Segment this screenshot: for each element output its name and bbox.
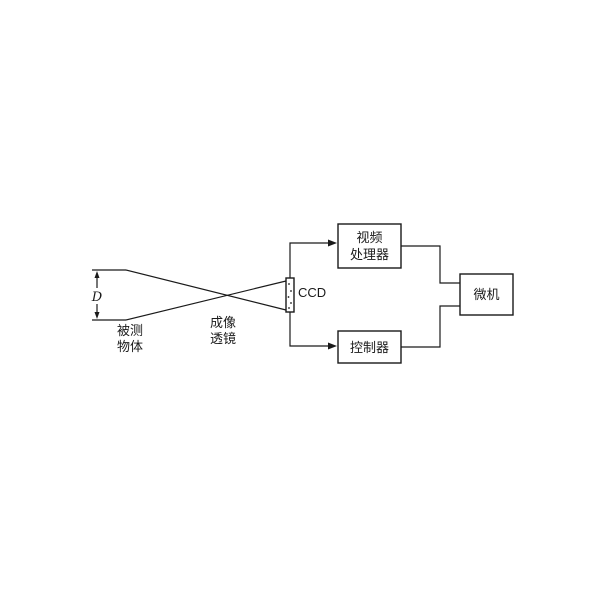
object-label-line2: 物体 — [117, 340, 143, 355]
controller-label: 控制器 — [350, 341, 389, 356]
video-processor-label-line1: 视频 — [356, 231, 382, 246]
object-dimension: D — [91, 269, 126, 321]
microcomputer-box — [459, 273, 514, 316]
ccd-pixel-dot — [288, 307, 290, 309]
ccd-pixel-dot — [290, 290, 292, 292]
controller-box — [337, 330, 402, 364]
connector-controller-to-microcomputer — [401, 305, 460, 348]
connector-ccd-to-controller — [289, 312, 337, 350]
connector-path-vp-mc — [401, 245, 460, 284]
ccd-pixel-dot — [288, 283, 290, 285]
ccd-label: CCD — [298, 285, 326, 300]
ccd-pixel-dot — [290, 302, 292, 304]
controller-block: 控制器 — [337, 330, 402, 364]
connector-video-processor-to-microcomputer — [401, 245, 460, 284]
ccd-element — [285, 277, 295, 313]
microcomputer-label: 微机 — [473, 288, 499, 303]
imaging-rays — [125, 269, 287, 321]
object-label-line1: 被测 — [117, 324, 143, 339]
connector-ccd-to-video-processor — [289, 239, 337, 278]
microcomputer-block: 微机 — [459, 273, 514, 316]
dimension-arrow-up — [94, 271, 100, 278]
ccd-pixel-dot — [287, 296, 290, 298]
video-processor-block: 视频 处理器 — [337, 223, 402, 269]
video-processor-label-line2: 处理器 — [350, 248, 389, 263]
arrow-to-video-processor — [328, 239, 337, 247]
dimension-label: D — [91, 290, 103, 305]
connector-path-up — [289, 242, 328, 278]
connector-path-ctrl-mc — [401, 305, 460, 348]
connector-path-down — [289, 312, 328, 347]
ray-bottom-to-top — [125, 280, 287, 321]
ray-top-to-bottom — [125, 269, 287, 311]
lens-label-line1: 成像 — [210, 316, 236, 331]
dimension-arrow-down — [94, 312, 100, 319]
ccd-sensor: CCD — [285, 277, 326, 313]
video-processor-box — [337, 223, 402, 269]
lens-label-line2: 透镜 — [210, 332, 236, 347]
arrow-to-controller — [328, 342, 337, 350]
